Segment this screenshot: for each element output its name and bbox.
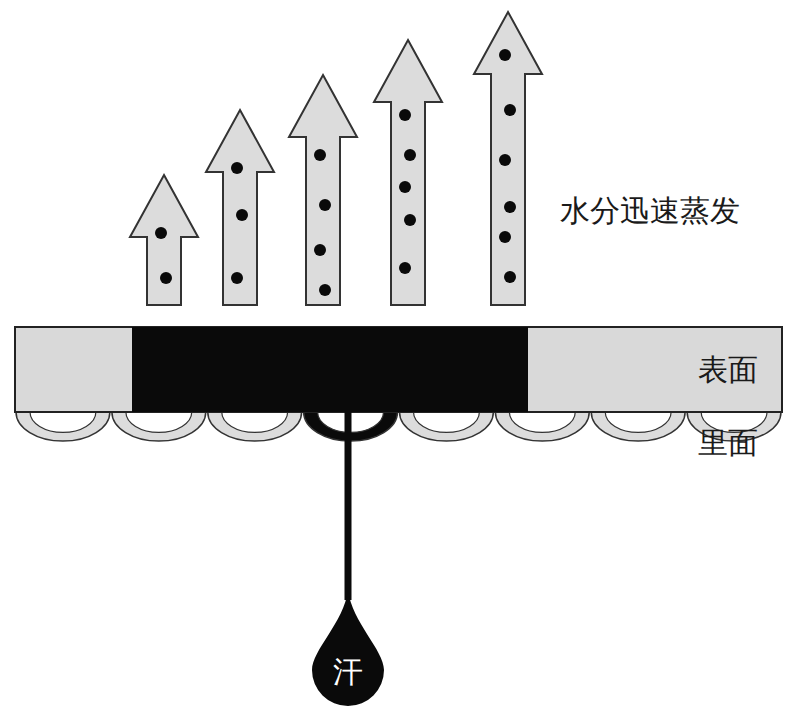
water-dot (499, 49, 511, 61)
fabric-loop-inner (414, 412, 480, 432)
fabric-loop-inner (126, 412, 192, 432)
evaporation-arrow (206, 110, 274, 305)
water-dot (504, 104, 516, 116)
sweat-wick-line (345, 405, 352, 600)
fabric-loops (16, 412, 781, 441)
evaporation-arrows (130, 12, 542, 305)
water-dot (504, 201, 516, 213)
evaporation-arrow (474, 12, 542, 305)
water-dot (399, 262, 411, 274)
water-dot (499, 231, 511, 243)
water-dot (160, 272, 172, 284)
fabric-loop (591, 412, 685, 441)
fabric-loop-inner (30, 412, 96, 432)
fabric-loop-inner (509, 412, 575, 432)
fabric-surface (15, 327, 782, 412)
water-dot (399, 109, 411, 121)
water-dot (404, 149, 416, 161)
evaporation-arrow (130, 175, 198, 305)
water-dot (504, 271, 516, 283)
water-dot (231, 272, 243, 284)
fabric-loop (495, 412, 589, 441)
water-dot (314, 244, 326, 256)
fabric-loop (112, 412, 206, 441)
fabric-loop (400, 412, 494, 441)
label-text: 水分迅速蒸发 (560, 193, 740, 229)
fabric-loop-inner (222, 412, 288, 432)
label-text: 里面 (698, 425, 758, 461)
water-dot (404, 214, 416, 226)
water-dot (231, 162, 243, 174)
water-dot (319, 284, 331, 296)
water-dot (499, 154, 511, 166)
wet-zone (132, 327, 528, 412)
label-text: 表面 (698, 352, 758, 388)
sweat-drop: 汗 (312, 590, 384, 706)
water-dot (155, 227, 167, 239)
water-dot (399, 181, 411, 193)
water-dot (314, 149, 326, 161)
water-dot (236, 209, 248, 221)
fabric-loop-inner (605, 412, 671, 432)
fabric-loop (208, 412, 302, 441)
evaporation-arrow (289, 75, 357, 305)
drop-outline (312, 590, 384, 706)
evaporation-arrow (374, 40, 442, 305)
fabric-loop (16, 412, 110, 441)
water-dot (319, 199, 331, 211)
drop-text: 汗 (312, 654, 384, 690)
